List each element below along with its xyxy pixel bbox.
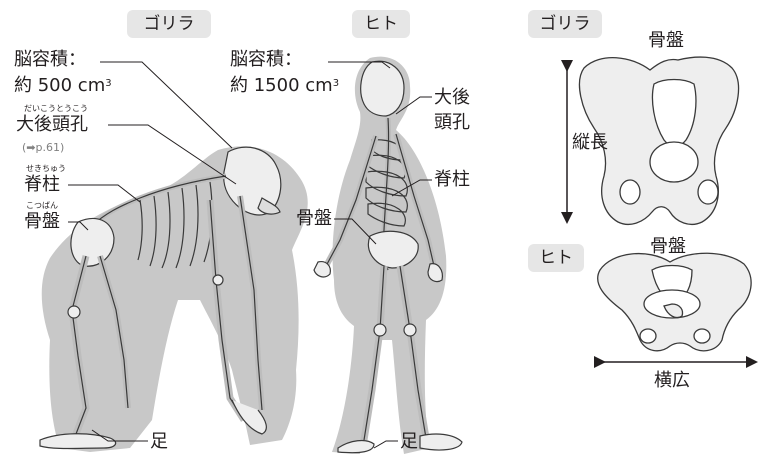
gorilla-brain-volume-label: 脳容積： [14, 49, 86, 71]
gorilla-brain-volume-value: 約 500 cm3 [14, 75, 112, 97]
gorilla-pelvis-label: 骨盤 [24, 211, 60, 233]
gorilla-pelvis-length-label: 縦長 [572, 132, 608, 154]
gorilla-pelvis-detail-label: 骨盤 [648, 30, 684, 52]
human-brain-volume-number: 約 1500 cm [230, 75, 333, 96]
gorilla-foot-bone [40, 434, 116, 449]
gorilla-brain-volume-number: 約 500 cm [14, 75, 105, 96]
gorilla-foot-label: 足 [150, 431, 168, 453]
human-pelvis-label: 骨盤 [296, 208, 332, 230]
human-brain-volume-unit-sup: 3 [333, 78, 339, 89]
gorilla-spine-ruby: せきちゅう [26, 164, 66, 174]
human-foot-bone-front [420, 434, 462, 450]
tag-gorilla-pelvis: ゴリラ [528, 10, 602, 38]
gorilla-pelvis-ruby: こつばん [26, 201, 58, 211]
human-foramen-label-line2: 頭孔 [434, 112, 470, 134]
human-brain-volume-label: 脳容積： [230, 49, 302, 71]
gorilla-spine-label: 脊柱 [24, 174, 60, 196]
human-skull [361, 61, 404, 116]
human-pelvis-detail-label: 骨盤 [650, 236, 686, 258]
human-pelvis-width-label: 横広 [654, 370, 690, 392]
tag-gorilla: ゴリラ [127, 10, 211, 38]
gorilla-brain-volume-unit-sup: 3 [105, 78, 111, 89]
human-brain-volume-value: 約 1500 cm3 [230, 75, 339, 97]
tag-human: ヒト [352, 10, 410, 38]
gorilla-foramen-label: 大後頭孔 [16, 114, 88, 136]
human-foramen-label-line1: 大後 [434, 87, 470, 109]
gorilla-foramen-ruby: だいこうとうこう [24, 104, 88, 114]
gorilla-foramen-page-ref[interactable]: (➡p.61) [22, 141, 64, 155]
human-pelvis-detail [598, 253, 751, 351]
human-foot-label: 足 [400, 431, 418, 453]
human-spine-label: 脊柱 [434, 169, 470, 191]
tag-human-pelvis: ヒト [528, 244, 584, 272]
